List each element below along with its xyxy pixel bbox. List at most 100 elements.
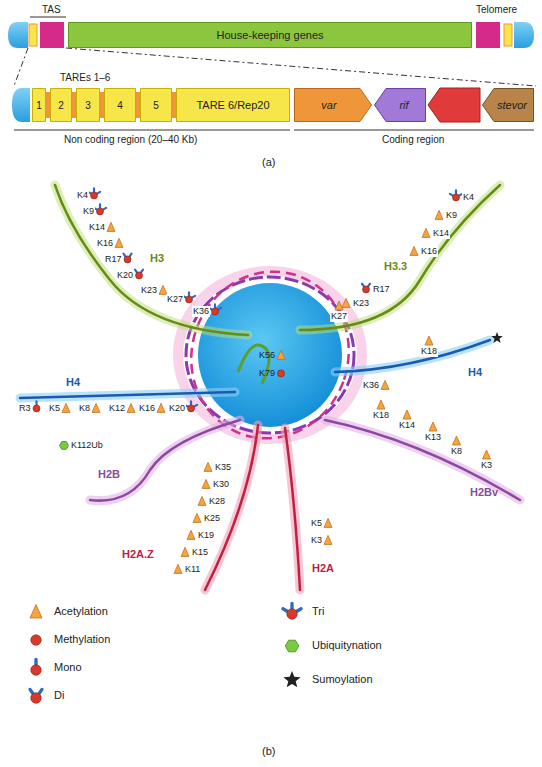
annotation: TAREs 1–6	[60, 72, 110, 84]
legend-text: Sumoylation	[312, 673, 373, 686]
residue-label: K25	[203, 513, 221, 524]
methylation-mark	[136, 272, 143, 279]
node-outline	[105, 89, 136, 122]
acetylation-mark	[377, 400, 385, 409]
legend-text: Methylation	[54, 633, 110, 646]
region-box: 1	[32, 88, 46, 122]
region-box: House-keeping genes	[68, 22, 472, 48]
residue-label: K35	[214, 462, 232, 473]
histone-name: H3	[150, 252, 164, 265]
residue-label: K3	[480, 460, 493, 471]
methylation-mark	[287, 609, 298, 620]
node-label: TARE 6/Rep20	[196, 99, 269, 111]
residue-label: K8	[450, 446, 463, 457]
acetylation-mark	[30, 605, 42, 619]
region-box: TARE 6/Rep20	[176, 88, 290, 122]
residue-label: K28	[208, 496, 226, 507]
histone-name: H2B	[98, 468, 120, 481]
acetylation-mark	[435, 210, 443, 219]
methylation-mark	[97, 208, 104, 215]
residue-label: K16	[420, 246, 438, 257]
methylation-mark	[31, 635, 42, 646]
residue-label: K14	[398, 420, 416, 431]
residue-label: K20	[168, 403, 186, 414]
methylation-mark	[31, 693, 42, 704]
residue-label: K4	[462, 192, 475, 203]
residue-label: R17	[104, 254, 123, 265]
residue-label: K11	[184, 564, 201, 575]
chromosome	[8, 17, 536, 86]
residue-label: K4	[76, 190, 89, 201]
acetylation-mark	[107, 222, 115, 231]
acetylation-mark	[335, 301, 343, 310]
residue-label: R17	[372, 284, 391, 295]
residue-label: R3	[18, 403, 32, 414]
residue-label: K3	[310, 535, 323, 546]
legend-text: Tri	[312, 605, 324, 618]
methylation-mark	[186, 296, 193, 303]
methylation-mark	[124, 256, 131, 263]
node-label: rif	[399, 99, 408, 111]
residue-label: K79	[258, 368, 276, 379]
region-box: 2	[50, 88, 72, 122]
node-outline	[177, 89, 290, 122]
region-box: 4	[104, 88, 136, 122]
residue-label: K56	[258, 350, 276, 361]
ubiquitination-mark	[285, 640, 299, 652]
node-outline	[77, 89, 100, 122]
methylation-mark	[33, 405, 40, 412]
acetylation-mark	[92, 403, 100, 412]
acetylation-mark	[342, 298, 350, 307]
acetylation-mark	[157, 403, 165, 412]
methylation-mark	[31, 665, 42, 676]
residue-label: K36	[192, 306, 210, 317]
methylation-mark	[212, 308, 219, 315]
acetylation-mark	[483, 450, 491, 459]
histone-name: H2Bv	[470, 486, 498, 499]
acetylation-mark	[181, 547, 189, 556]
residue-label: K27	[166, 294, 184, 305]
residue-label: K19	[197, 530, 215, 541]
residue-label: K18	[372, 410, 390, 421]
residue-label: K27	[330, 311, 348, 322]
residue-label: K9	[445, 210, 458, 221]
node-outline	[483, 89, 534, 122]
residue-label: K13	[424, 432, 442, 443]
histone-name: H4	[468, 366, 482, 379]
acetylation-mark	[403, 410, 411, 419]
node-label: 1	[36, 100, 42, 111]
node-outline	[69, 23, 472, 48]
gene-arrow: var	[294, 88, 372, 122]
node-outline	[33, 89, 46, 122]
acetylation-mark	[115, 238, 123, 247]
methylation-mark	[363, 286, 370, 293]
node-outline	[51, 89, 72, 122]
legend-text: Ubiquitynation	[312, 639, 382, 652]
residue-label: K12	[108, 403, 126, 414]
acetylation-mark	[277, 350, 285, 359]
acetylation-mark	[410, 246, 418, 255]
methylation-mark	[91, 192, 98, 199]
acetylation-mark	[204, 462, 212, 471]
node-label: 2	[58, 100, 64, 111]
annotation: Telomere	[476, 4, 517, 16]
acetylation-mark	[187, 530, 195, 539]
node-outline	[375, 89, 426, 122]
residue-label: K5	[48, 403, 61, 414]
histone-name: H2A	[312, 562, 334, 575]
acetylation-mark	[381, 380, 389, 389]
acetylation-mark	[324, 518, 332, 527]
residue-label: K5	[310, 518, 323, 529]
node-label: House-keeping genes	[216, 29, 323, 41]
region-box: 3	[76, 88, 100, 122]
annotation: Non coding region (20–40 Kb)	[64, 134, 197, 146]
residue-label: K23	[140, 285, 158, 296]
sumoylation-mark	[283, 671, 300, 687]
methylation-mark	[188, 405, 195, 412]
acetylation-mark	[422, 228, 430, 237]
node-outline	[295, 89, 372, 122]
residue-label: K112Ub	[70, 440, 104, 451]
node-label: 5	[153, 100, 159, 111]
acetylation-mark	[198, 496, 206, 505]
